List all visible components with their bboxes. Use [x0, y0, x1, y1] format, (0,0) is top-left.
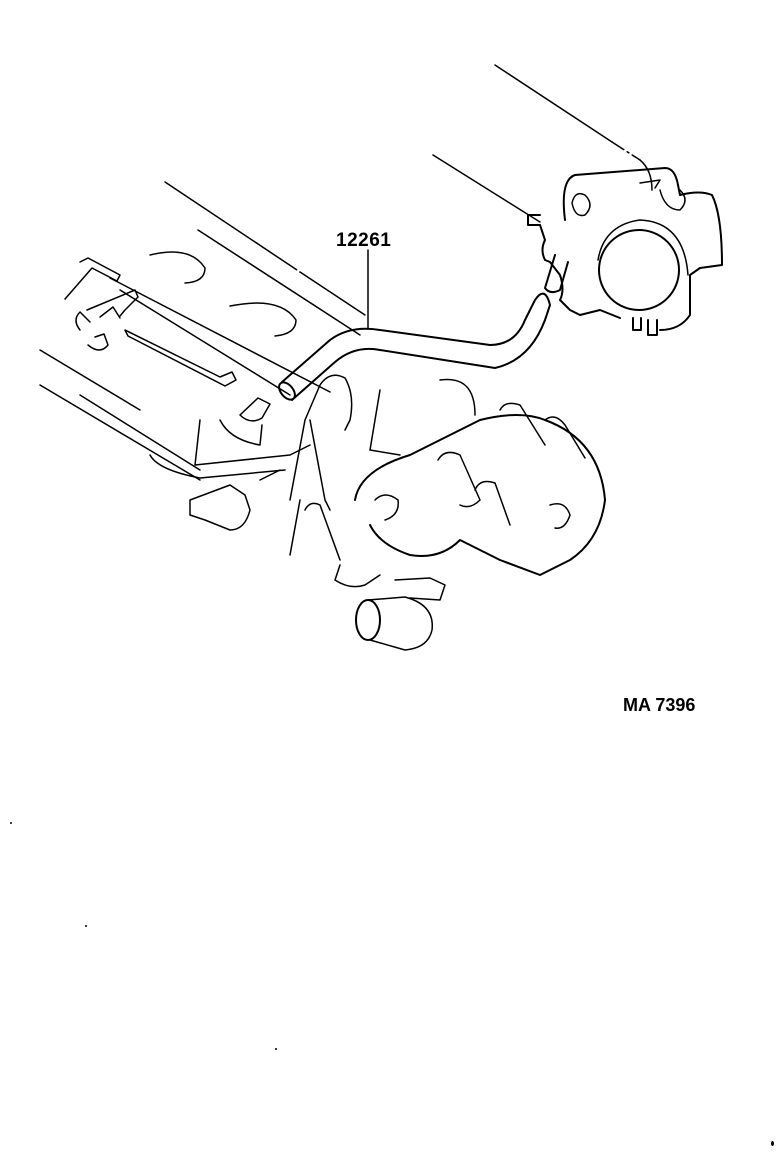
scan-speck — [275, 1048, 277, 1050]
cover-lettering — [64, 257, 237, 387]
throttle-body — [527, 167, 723, 336]
callout-part-number: 12261 — [336, 230, 392, 251]
lower-engine-components — [149, 374, 606, 651]
engine-block-outline — [39, 64, 653, 481]
illustration-code: MA 7396 — [623, 695, 696, 715]
scan-speck — [10, 822, 12, 824]
scan-speck — [771, 1141, 774, 1146]
hose-12261 — [278, 292, 551, 401]
scan-speck — [85, 925, 87, 927]
cam-cover-recesses — [149, 251, 297, 337]
